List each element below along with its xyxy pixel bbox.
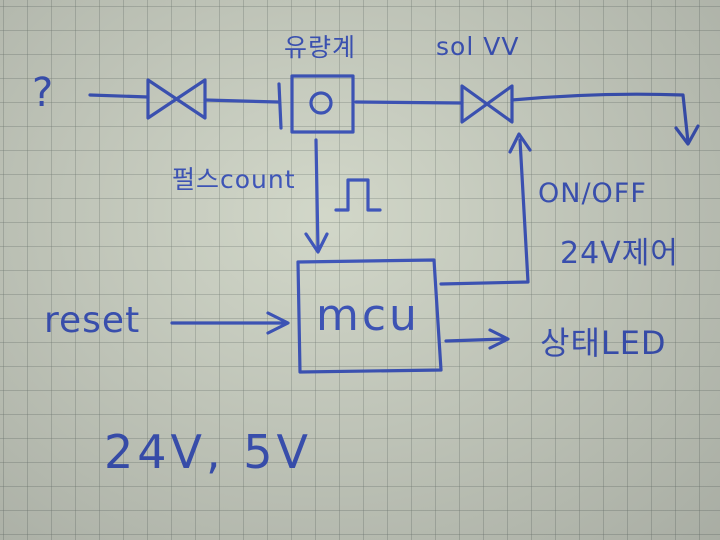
status-led-label: 상태LED xyxy=(540,324,667,362)
pipe-to-flowmeter-line xyxy=(203,98,280,104)
control-label-line1: ON/OFF xyxy=(538,178,647,209)
mcu-label: mcu xyxy=(316,290,420,341)
pulse-signal-arrow-head xyxy=(304,232,329,254)
reset-label: reset xyxy=(44,300,141,341)
flowmeter-dial-icon xyxy=(309,91,333,115)
led-arrow-head xyxy=(488,328,510,350)
control-signal-arrow-head xyxy=(508,132,532,154)
reset-arrow-head xyxy=(266,311,290,335)
control-label-line2: 24V제어 xyxy=(560,236,679,271)
flowmeter-left-bar xyxy=(277,82,283,130)
mcu-box xyxy=(296,258,443,374)
outlet-pipe-line xyxy=(510,92,690,144)
source-label: ? xyxy=(32,70,55,116)
pipe-to-solenoid-line xyxy=(354,100,464,105)
pulse-signal-line xyxy=(314,138,320,252)
control-signal-line xyxy=(439,138,530,286)
solenoid-valve-symbol xyxy=(460,84,514,124)
pulse-count-label: 펄스count xyxy=(172,165,296,194)
flowmeter-label: 유량계 xyxy=(284,33,357,62)
power-supply-label: 24V, 5V xyxy=(104,425,312,479)
solenoid-label: sol VV xyxy=(436,32,520,61)
inlet-pipe-line xyxy=(88,93,150,99)
manual-valve-symbol xyxy=(146,78,207,120)
flowmeter-box xyxy=(290,74,355,134)
outlet-arrow-head xyxy=(674,124,700,146)
pulse-waveform-icon xyxy=(334,178,382,212)
led-signal-line xyxy=(444,337,507,343)
